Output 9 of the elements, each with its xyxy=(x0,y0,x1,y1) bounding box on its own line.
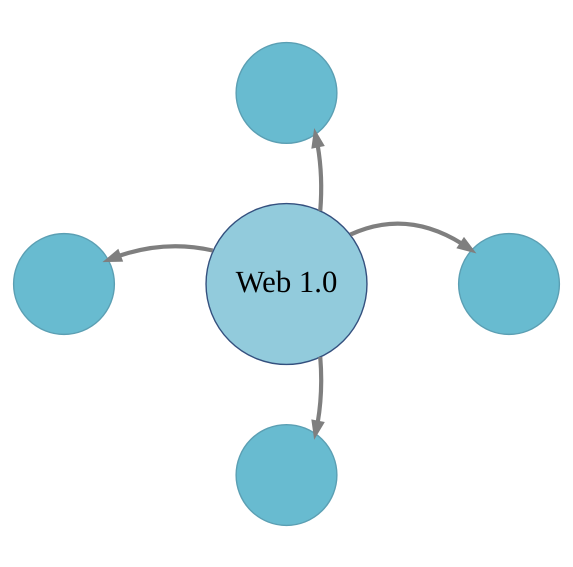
node-circle xyxy=(235,423,338,526)
node-circle: Web 1.0 xyxy=(205,202,368,365)
node-circle xyxy=(458,232,560,335)
arrow xyxy=(350,221,476,253)
arrow xyxy=(102,244,214,262)
arrow xyxy=(311,356,325,440)
arrow xyxy=(311,128,325,210)
node-circle xyxy=(235,41,338,144)
node-circle xyxy=(12,232,116,335)
